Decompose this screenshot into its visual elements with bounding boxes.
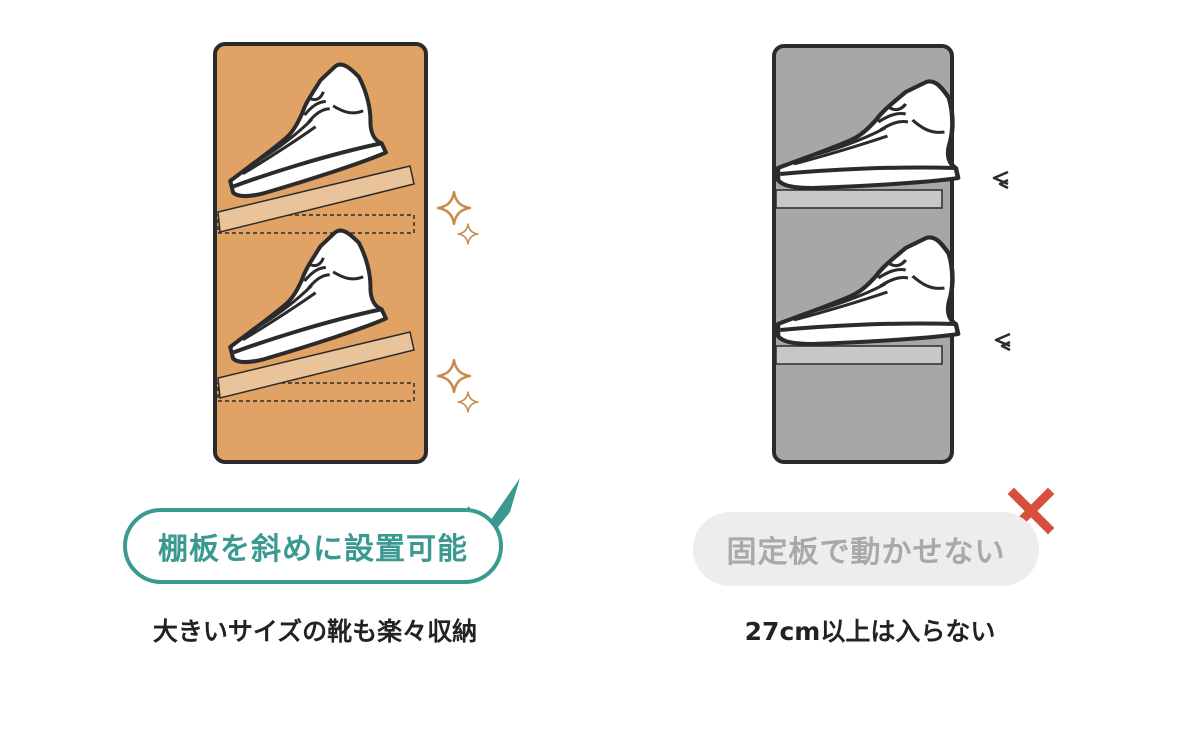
bump-icon xyxy=(992,170,1010,190)
sparkle-icon xyxy=(457,391,479,413)
good-caption: 大きいサイズの靴も楽々収納 xyxy=(152,617,478,646)
good-feature-label: 棚板を斜めに設置可能 xyxy=(123,508,503,584)
sparkle-icon xyxy=(436,190,472,226)
sparkle-icon xyxy=(436,358,472,394)
slanted-shelf xyxy=(217,331,415,399)
original-shelf-slot xyxy=(217,214,415,234)
slanted-shelf xyxy=(217,165,415,233)
original-shelf-slot xyxy=(217,382,415,402)
bad-caption: 27cm以上は入らない xyxy=(744,617,996,646)
bump-icon xyxy=(994,332,1012,352)
bad-cabinet xyxy=(772,44,958,464)
fixed-shelf xyxy=(775,189,943,209)
bad-feature-label: 固定板で動かせない xyxy=(693,512,1039,586)
good-cabinet xyxy=(207,42,428,464)
fixed-shelf xyxy=(775,345,943,365)
sparkle-icon xyxy=(457,223,479,245)
